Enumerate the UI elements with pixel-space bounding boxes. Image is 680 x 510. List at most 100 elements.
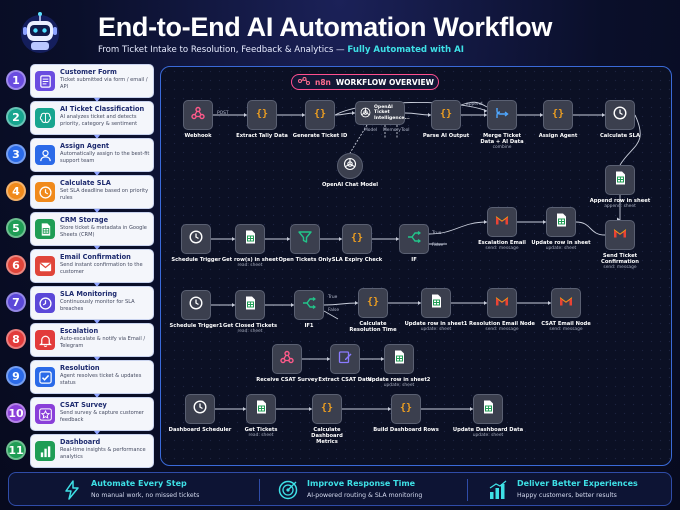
edge-label-false: False: [328, 308, 340, 313]
node-openai-model[interactable]: [337, 153, 363, 179]
target-icon: [277, 479, 299, 501]
sheet-icon: [242, 295, 258, 315]
node-escal-email[interactable]: [487, 207, 517, 237]
step-arrow: [94, 209, 100, 213]
step-desc: Real-time insights & performance analyti…: [60, 447, 146, 460]
node-build-rows[interactable]: {}: [391, 394, 421, 424]
step-number: 3: [6, 144, 26, 164]
step-arrow: [94, 135, 100, 139]
step-number: 9: [6, 366, 26, 386]
node-label: Parse AI Output: [422, 133, 470, 139]
node-sublabel: append: sheet: [604, 204, 636, 210]
node-calc-sla[interactable]: [605, 100, 635, 130]
svg-text:{}: {}: [351, 233, 363, 244]
step-card: CRM Storage Store ticket & metadata in G…: [30, 212, 154, 246]
sheet-icon: [480, 399, 496, 419]
step-2: 2 AI Ticket Classification AI analyzes t…: [6, 101, 154, 135]
node-schedule1[interactable]: [181, 290, 211, 320]
benefit-desc: Happy customers, better results: [517, 492, 617, 499]
node-calc-dash[interactable]: {}: [312, 394, 342, 424]
n8n-logo-icon: [298, 77, 310, 87]
node-update-dash[interactable]: [473, 394, 503, 424]
page-title: End-to-End AI Automation Workflow: [98, 12, 553, 42]
check-icon: [35, 367, 55, 387]
node-label: Schedule Trigger1: [169, 323, 223, 329]
step-card: Dashboard Real-time insights & performan…: [30, 434, 154, 468]
node-webhook[interactable]: [183, 100, 213, 130]
step-card: AI Ticket Classification AI analyzes tic…: [30, 101, 154, 135]
node-assign[interactable]: {}: [543, 100, 573, 130]
node-label: Schedule Trigger: [171, 257, 221, 263]
workflow-overview-title: n8n WORKFLOW OVERVIEW: [291, 74, 439, 90]
step-desc: Agent resolves ticket & updates status: [60, 373, 142, 386]
node-update-row1[interactable]: [421, 288, 451, 318]
node-update-row[interactable]: [546, 207, 576, 237]
step-6: 6 Email Confirmation Send instant confir…: [6, 249, 154, 283]
node-open-only[interactable]: [290, 224, 320, 254]
node-append-row[interactable]: [605, 165, 635, 195]
step-desc: Send survey & capture customer feedback: [60, 410, 144, 423]
node-schedule[interactable]: [181, 224, 211, 254]
edit-icon: [337, 349, 353, 369]
gmail-icon: [494, 293, 510, 313]
node-send-confirm[interactable]: [605, 220, 635, 250]
growth-chart-icon: [487, 479, 509, 501]
node-dash-sched[interactable]: [185, 394, 215, 424]
node-sublabel: read: sheet: [248, 433, 274, 439]
edge-label-memory: Memory: [383, 128, 401, 133]
step-number: 7: [6, 292, 26, 312]
step-8: 8 Escalation Auto-escalate & notify via …: [6, 323, 154, 357]
node-extract-tally[interactable]: {}: [247, 100, 277, 130]
step-number: 2: [6, 107, 26, 127]
step-card: Customer Form Ticket submitted via form …: [30, 64, 154, 98]
step-title: Escalation: [60, 327, 99, 335]
user-icon: [35, 145, 55, 165]
benefit-experiences: Deliver Better Experiences Happy custome…: [487, 473, 667, 507]
node-merge[interactable]: [487, 100, 517, 130]
node-res-email[interactable]: [487, 288, 517, 318]
node-label: Webhook: [184, 133, 212, 139]
node-label: Assign Agent: [538, 133, 578, 139]
step-title: Assign Agent: [60, 142, 110, 150]
node-receive-csat[interactable]: [272, 344, 302, 374]
gmail-icon: [612, 225, 628, 245]
code-icon: {}: [438, 105, 454, 125]
node-sublabel: send: message: [603, 265, 637, 271]
node-calc-res[interactable]: {}: [358, 288, 388, 318]
node-gen-ticket[interactable]: {}: [305, 100, 335, 130]
node-label: Calculate Dashboard Metrics: [311, 427, 343, 446]
node-parse-ai[interactable]: {}: [431, 100, 461, 130]
node-update-row2[interactable]: [384, 344, 414, 374]
step-desc: Send instant confirmation to the custome…: [60, 262, 143, 275]
openai-icon: [359, 104, 372, 123]
node-get-closed[interactable]: [235, 290, 265, 320]
node-if2[interactable]: [294, 290, 324, 320]
step-desc: Auto-escalate & notify via Email / Teleg…: [60, 336, 146, 349]
code-icon: {}: [550, 105, 566, 125]
step-card: Resolution Agent resolves ticket & updat…: [30, 360, 154, 394]
step-title: CRM Storage: [60, 216, 109, 224]
monitor-clock-icon: [35, 293, 55, 313]
node-if1[interactable]: [399, 224, 429, 254]
svg-text:{}: {}: [552, 109, 564, 120]
edge-label-true: True: [328, 295, 338, 300]
step-desc: Automatically assign to the best-fit sup…: [60, 151, 150, 164]
step-9: 9 Resolution Agent resolves ticket & upd…: [6, 360, 154, 394]
step-1: 1 Customer Form Ticket submitted via for…: [6, 64, 154, 98]
node-sublabel: send: message: [549, 327, 583, 333]
step-number: 1: [6, 70, 26, 90]
edge-label-true: True: [432, 231, 442, 236]
benefit-title: Automate Every Step: [91, 479, 187, 488]
step-card: SLA Monitoring Continuously monitor for …: [30, 286, 154, 320]
node-csat-email[interactable]: [551, 288, 581, 318]
node-openai-agent[interactable]: OpenAI Ticket Intelligence...: [355, 101, 410, 125]
node-get-tickets[interactable]: [246, 394, 276, 424]
footer-divider: [467, 479, 468, 501]
node-extract-csat[interactable]: [330, 344, 360, 374]
node-get-rows[interactable]: [235, 224, 265, 254]
node-sla-expiry[interactable]: {}: [342, 224, 372, 254]
